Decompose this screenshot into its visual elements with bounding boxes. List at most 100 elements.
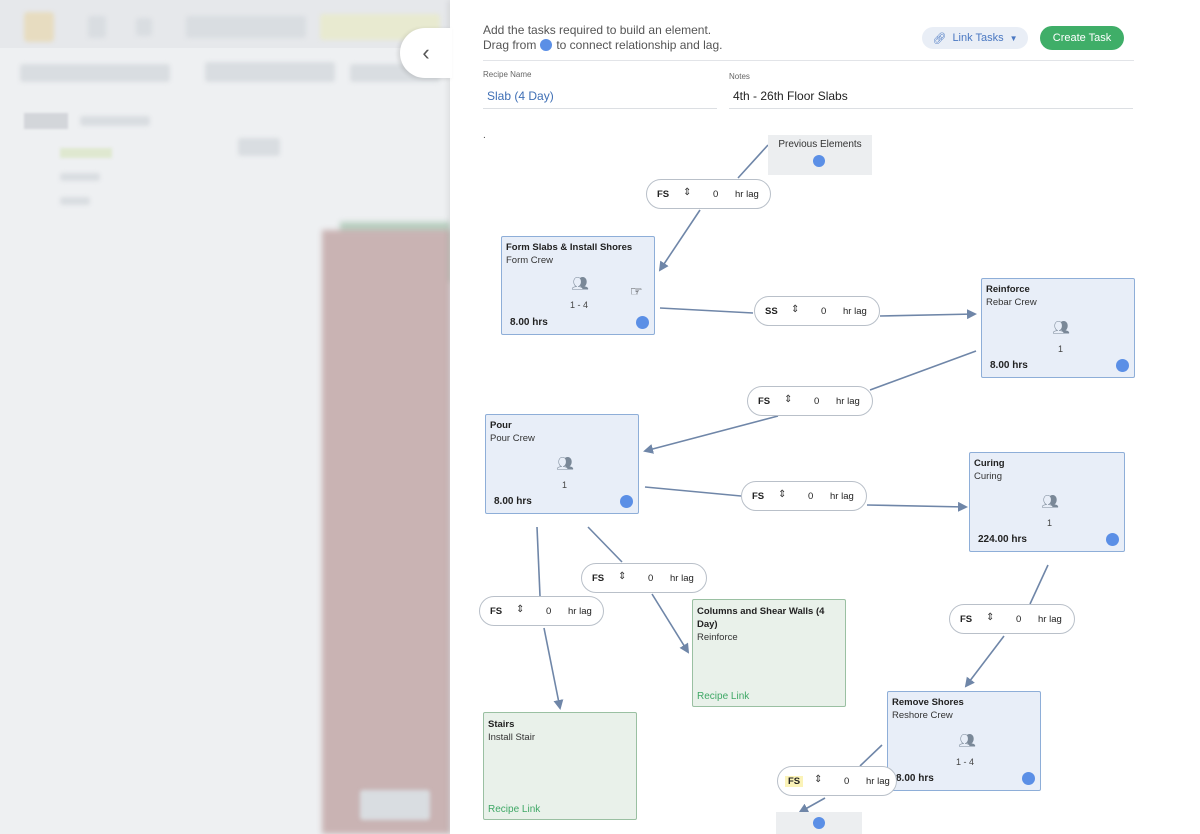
edge-line: [651, 593, 690, 654]
connector-dot-icon[interactable]: [636, 316, 649, 329]
background-text: [60, 197, 90, 205]
relationship-type-select[interactable]: FS: [592, 573, 605, 584]
lag-value-input[interactable]: 0: [1016, 614, 1022, 625]
sort-arrows-icon[interactable]: ⇕: [986, 612, 995, 623]
connector-dot-icon[interactable]: [620, 495, 633, 508]
background-field: [360, 790, 430, 820]
recipe-link[interactable]: Recipe Link: [697, 691, 750, 702]
edge-line: [869, 350, 977, 391]
sort-arrows-icon[interactable]: ⇕: [791, 304, 800, 315]
background-field: [205, 62, 335, 82]
edge-line: [964, 635, 1005, 688]
edge-line: [879, 309, 977, 320]
lag-selector[interactable]: FS ⇕ 0 hr lag: [777, 766, 897, 796]
relationship-type-select[interactable]: FS: [785, 776, 804, 787]
relationship-type-select[interactable]: FS: [657, 189, 670, 200]
lag-selector[interactable]: FS ⇕ 0 hr lag: [741, 481, 867, 511]
task-node-curing[interactable]: Curing Curing 👥︎ 1 224.00 hrs: [969, 452, 1125, 552]
edge-line: [643, 415, 779, 454]
chevron-left-icon: ‹: [422, 40, 430, 65]
recipe-name-label: Recipe Name: [483, 70, 532, 79]
lag-selector[interactable]: FS ⇕ 0 hr lag: [646, 179, 771, 209]
relationship-type-select[interactable]: FS: [752, 491, 765, 502]
relationship-type-select[interactable]: FS: [758, 396, 771, 407]
lag-selector[interactable]: FS ⇕ 0 hr lag: [581, 563, 707, 593]
task-hours: 8.00 hrs: [896, 773, 934, 784]
recipe-link[interactable]: Recipe Link: [488, 804, 541, 815]
next-element-node[interactable]: [776, 812, 862, 834]
lag-selector[interactable]: FS ⇕ 0 hr lag: [479, 596, 604, 626]
lag-unit-label: hr lag: [830, 491, 854, 502]
lag-value-input[interactable]: 0: [546, 606, 552, 617]
background-text: [80, 116, 150, 126]
relationship-type-select[interactable]: FS: [490, 606, 503, 617]
link-tasks-label: Link Tasks: [952, 32, 1004, 44]
crew-count: 1 - 4: [570, 300, 589, 310]
connector-dot-icon[interactable]: [1106, 533, 1119, 546]
connector-dot-icon[interactable]: [813, 817, 825, 829]
instructions-connect-text: to connect relationship and lag.: [556, 38, 723, 52]
lag-value-input[interactable]: 0: [648, 573, 654, 584]
sort-arrows-icon[interactable]: ⇕: [778, 489, 787, 500]
edge-line: [737, 144, 769, 179]
lag-value-input[interactable]: 0: [713, 189, 719, 200]
sort-arrows-icon[interactable]: ⇕: [516, 604, 525, 615]
task-title: Reinforce: [986, 284, 1030, 295]
lag-unit-label: hr lag: [843, 306, 867, 317]
crew-people-icon: 👥︎: [571, 275, 589, 291]
recipe-node-columns[interactable]: Columns and Shear Walls (4 Day) Reinforc…: [692, 599, 846, 707]
task-crew: Form Crew: [506, 255, 553, 266]
crew-people-icon: 👥︎: [556, 455, 574, 471]
sort-arrows-icon[interactable]: ⇕: [618, 571, 627, 582]
previous-elements-node[interactable]: Previous Elements: [768, 135, 872, 175]
task-hours: 224.00 hrs: [978, 534, 1027, 545]
connector-dot-icon: [540, 39, 553, 51]
task-node-remove-shores[interactable]: Remove Shores Reshore Crew 👥︎ 1 - 4 8.00…: [887, 691, 1041, 791]
lag-selector[interactable]: FS ⇕ 0 hr lag: [949, 604, 1075, 634]
recipe-crew: Install Stair: [488, 732, 535, 743]
create-task-button[interactable]: Create Task: [1040, 26, 1124, 50]
edge-line: [798, 797, 826, 813]
connector-dot-icon[interactable]: [1022, 772, 1035, 785]
instructions: Add the tasks required to build an eleme…: [483, 23, 722, 53]
edge-line: [587, 526, 623, 563]
lag-unit-label: hr lag: [1038, 614, 1062, 625]
connector-dot-icon[interactable]: [813, 155, 825, 167]
notes-label: Notes: [729, 72, 750, 81]
notes-underline: [729, 108, 1133, 109]
sort-arrows-icon[interactable]: ⇕: [784, 394, 793, 405]
lag-unit-label: hr lag: [735, 189, 759, 200]
task-node-form-slabs[interactable]: Form Slabs & Install Shores Form Crew 👥︎…: [501, 236, 655, 335]
task-node-pour[interactable]: Pour Pour Crew 👥︎ 1 8.00 hrs: [485, 414, 639, 514]
background-field: [20, 64, 170, 82]
task-hours: 8.00 hrs: [510, 317, 548, 328]
edge-line: [543, 627, 564, 710]
edge-line: [536, 526, 541, 597]
recipe-name-underline: [483, 108, 717, 109]
task-node-reinforce[interactable]: Reinforce Rebar Crew 👥︎ 1 8.00 hrs: [981, 278, 1135, 378]
stray-mark: .: [483, 130, 486, 141]
lag-value-input[interactable]: 0: [821, 306, 827, 317]
background-logo: [24, 12, 54, 42]
link-tasks-button[interactable]: 🔗︎ Link Tasks ▼: [922, 27, 1028, 49]
recipe-title: Stairs: [488, 719, 515, 730]
sort-arrows-icon[interactable]: ⇕: [814, 774, 823, 785]
lag-selector[interactable]: SS ⇕ 0 hr lag: [754, 296, 880, 326]
lag-value-input[interactable]: 0: [844, 776, 850, 787]
sort-arrows-icon[interactable]: ⇕: [683, 187, 692, 198]
relationship-type-select[interactable]: SS: [765, 306, 778, 317]
connector-dot-icon[interactable]: [1116, 359, 1129, 372]
collapse-panel-button[interactable]: ‹: [400, 28, 452, 78]
recipe-name-input[interactable]: Slab (4 Day): [487, 89, 554, 103]
lag-selector[interactable]: FS ⇕ 0 hr lag: [747, 386, 873, 416]
lag-value-input[interactable]: 0: [808, 491, 814, 502]
instructions-drag-text: Drag from: [483, 38, 537, 52]
crew-count: 1: [1058, 344, 1064, 354]
notes-input[interactable]: 4th - 26th Floor Slabs: [733, 89, 848, 103]
task-title: Pour: [490, 420, 512, 431]
relationship-type-select[interactable]: FS: [960, 614, 973, 625]
background-building: [322, 230, 450, 834]
lag-value-input[interactable]: 0: [814, 396, 820, 407]
recipe-node-stairs[interactable]: Stairs Install Stair Recipe Link: [483, 712, 637, 820]
